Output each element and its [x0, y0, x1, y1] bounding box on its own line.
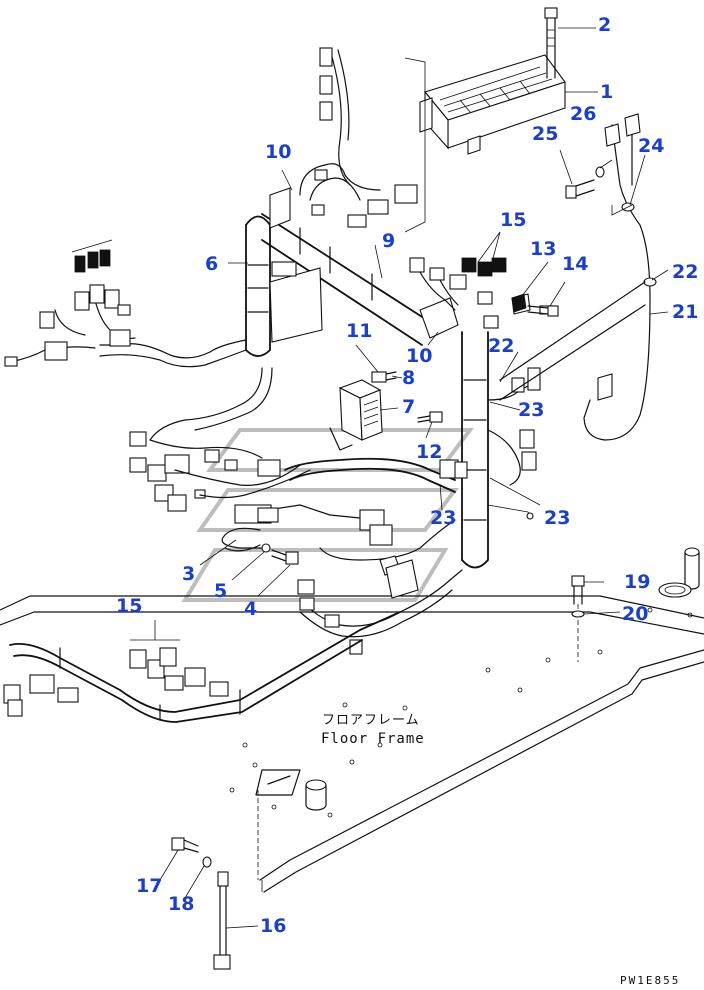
floor-frame — [0, 547, 704, 893]
callout-13: 13 — [530, 238, 556, 260]
callout-10b: 10 — [406, 345, 432, 367]
callout-24: 24 — [638, 135, 664, 157]
bolt-14 — [527, 305, 559, 317]
callout-labels: 1 2 3 4 5 6 7 8 9 10 10 11 12 13 14 15 1… — [116, 14, 698, 937]
washer-5 — [261, 543, 271, 553]
clamp-3 — [224, 527, 261, 552]
bolt-8-11 — [371, 371, 397, 383]
bolt-17 — [171, 837, 199, 853]
callout-22b: 22 — [488, 335, 514, 357]
callout-7: 7 — [402, 396, 415, 418]
callout-11: 11 — [346, 320, 372, 342]
callout-22a: 22 — [672, 261, 698, 283]
bolt-2 — [544, 7, 558, 79]
bottom-left-harness — [3, 611, 401, 723]
bolt-25 — [565, 179, 595, 199]
floor-frame-label-en: Floor Frame — [321, 731, 425, 747]
left-harness — [4, 239, 311, 512]
callout-6: 6 — [205, 253, 218, 275]
washer-18 — [202, 856, 212, 868]
relay-unit-7 — [329, 379, 383, 451]
callout-16: 16 — [260, 915, 286, 937]
callout-23b: 23 — [430, 507, 456, 529]
controller-unit — [419, 54, 566, 155]
callout-21: 21 — [672, 301, 698, 323]
washer-20 — [571, 610, 585, 618]
leader-lines — [154, 27, 669, 929]
callout-25: 25 — [532, 123, 558, 145]
callout-18: 18 — [168, 893, 194, 915]
callout-15a: 15 — [500, 209, 526, 231]
callout-5: 5 — [214, 580, 227, 602]
top-connectors — [271, 47, 418, 277]
callout-20: 20 — [622, 603, 648, 625]
fastener-13 — [511, 293, 527, 313]
callout-4: 4 — [244, 598, 257, 620]
bolt-12 — [417, 411, 443, 423]
main-harness — [99, 49, 489, 569]
callout-10a: 10 — [265, 141, 291, 163]
callout-17: 17 — [136, 875, 162, 897]
washer-26 — [595, 166, 605, 178]
callout-8: 8 — [402, 367, 415, 389]
frame-holes — [229, 607, 693, 818]
callout-15b: 15 — [116, 595, 142, 617]
middle-harness — [221, 367, 541, 655]
callout-3: 3 — [182, 563, 195, 585]
callout-19: 19 — [624, 571, 650, 593]
bolt-4 — [271, 549, 299, 565]
callout-26: 26 — [570, 103, 596, 125]
ground-strap-16 — [213, 871, 231, 970]
callout-14: 14 — [562, 253, 588, 275]
callout-1: 1 — [600, 81, 613, 103]
cable-21 — [499, 113, 657, 441]
bolt-19 — [571, 575, 585, 605]
callout-23a: 23 — [518, 399, 544, 421]
projection-frame — [404, 57, 426, 233]
callout-23c: 23 — [544, 507, 570, 529]
callout-9: 9 — [382, 230, 395, 252]
callout-12: 12 — [416, 441, 442, 463]
callout-2: 2 — [598, 14, 611, 36]
floor-frame-label-jp: フロアフレーム — [322, 713, 420, 728]
drawing-code: PW1E855 — [620, 974, 680, 987]
